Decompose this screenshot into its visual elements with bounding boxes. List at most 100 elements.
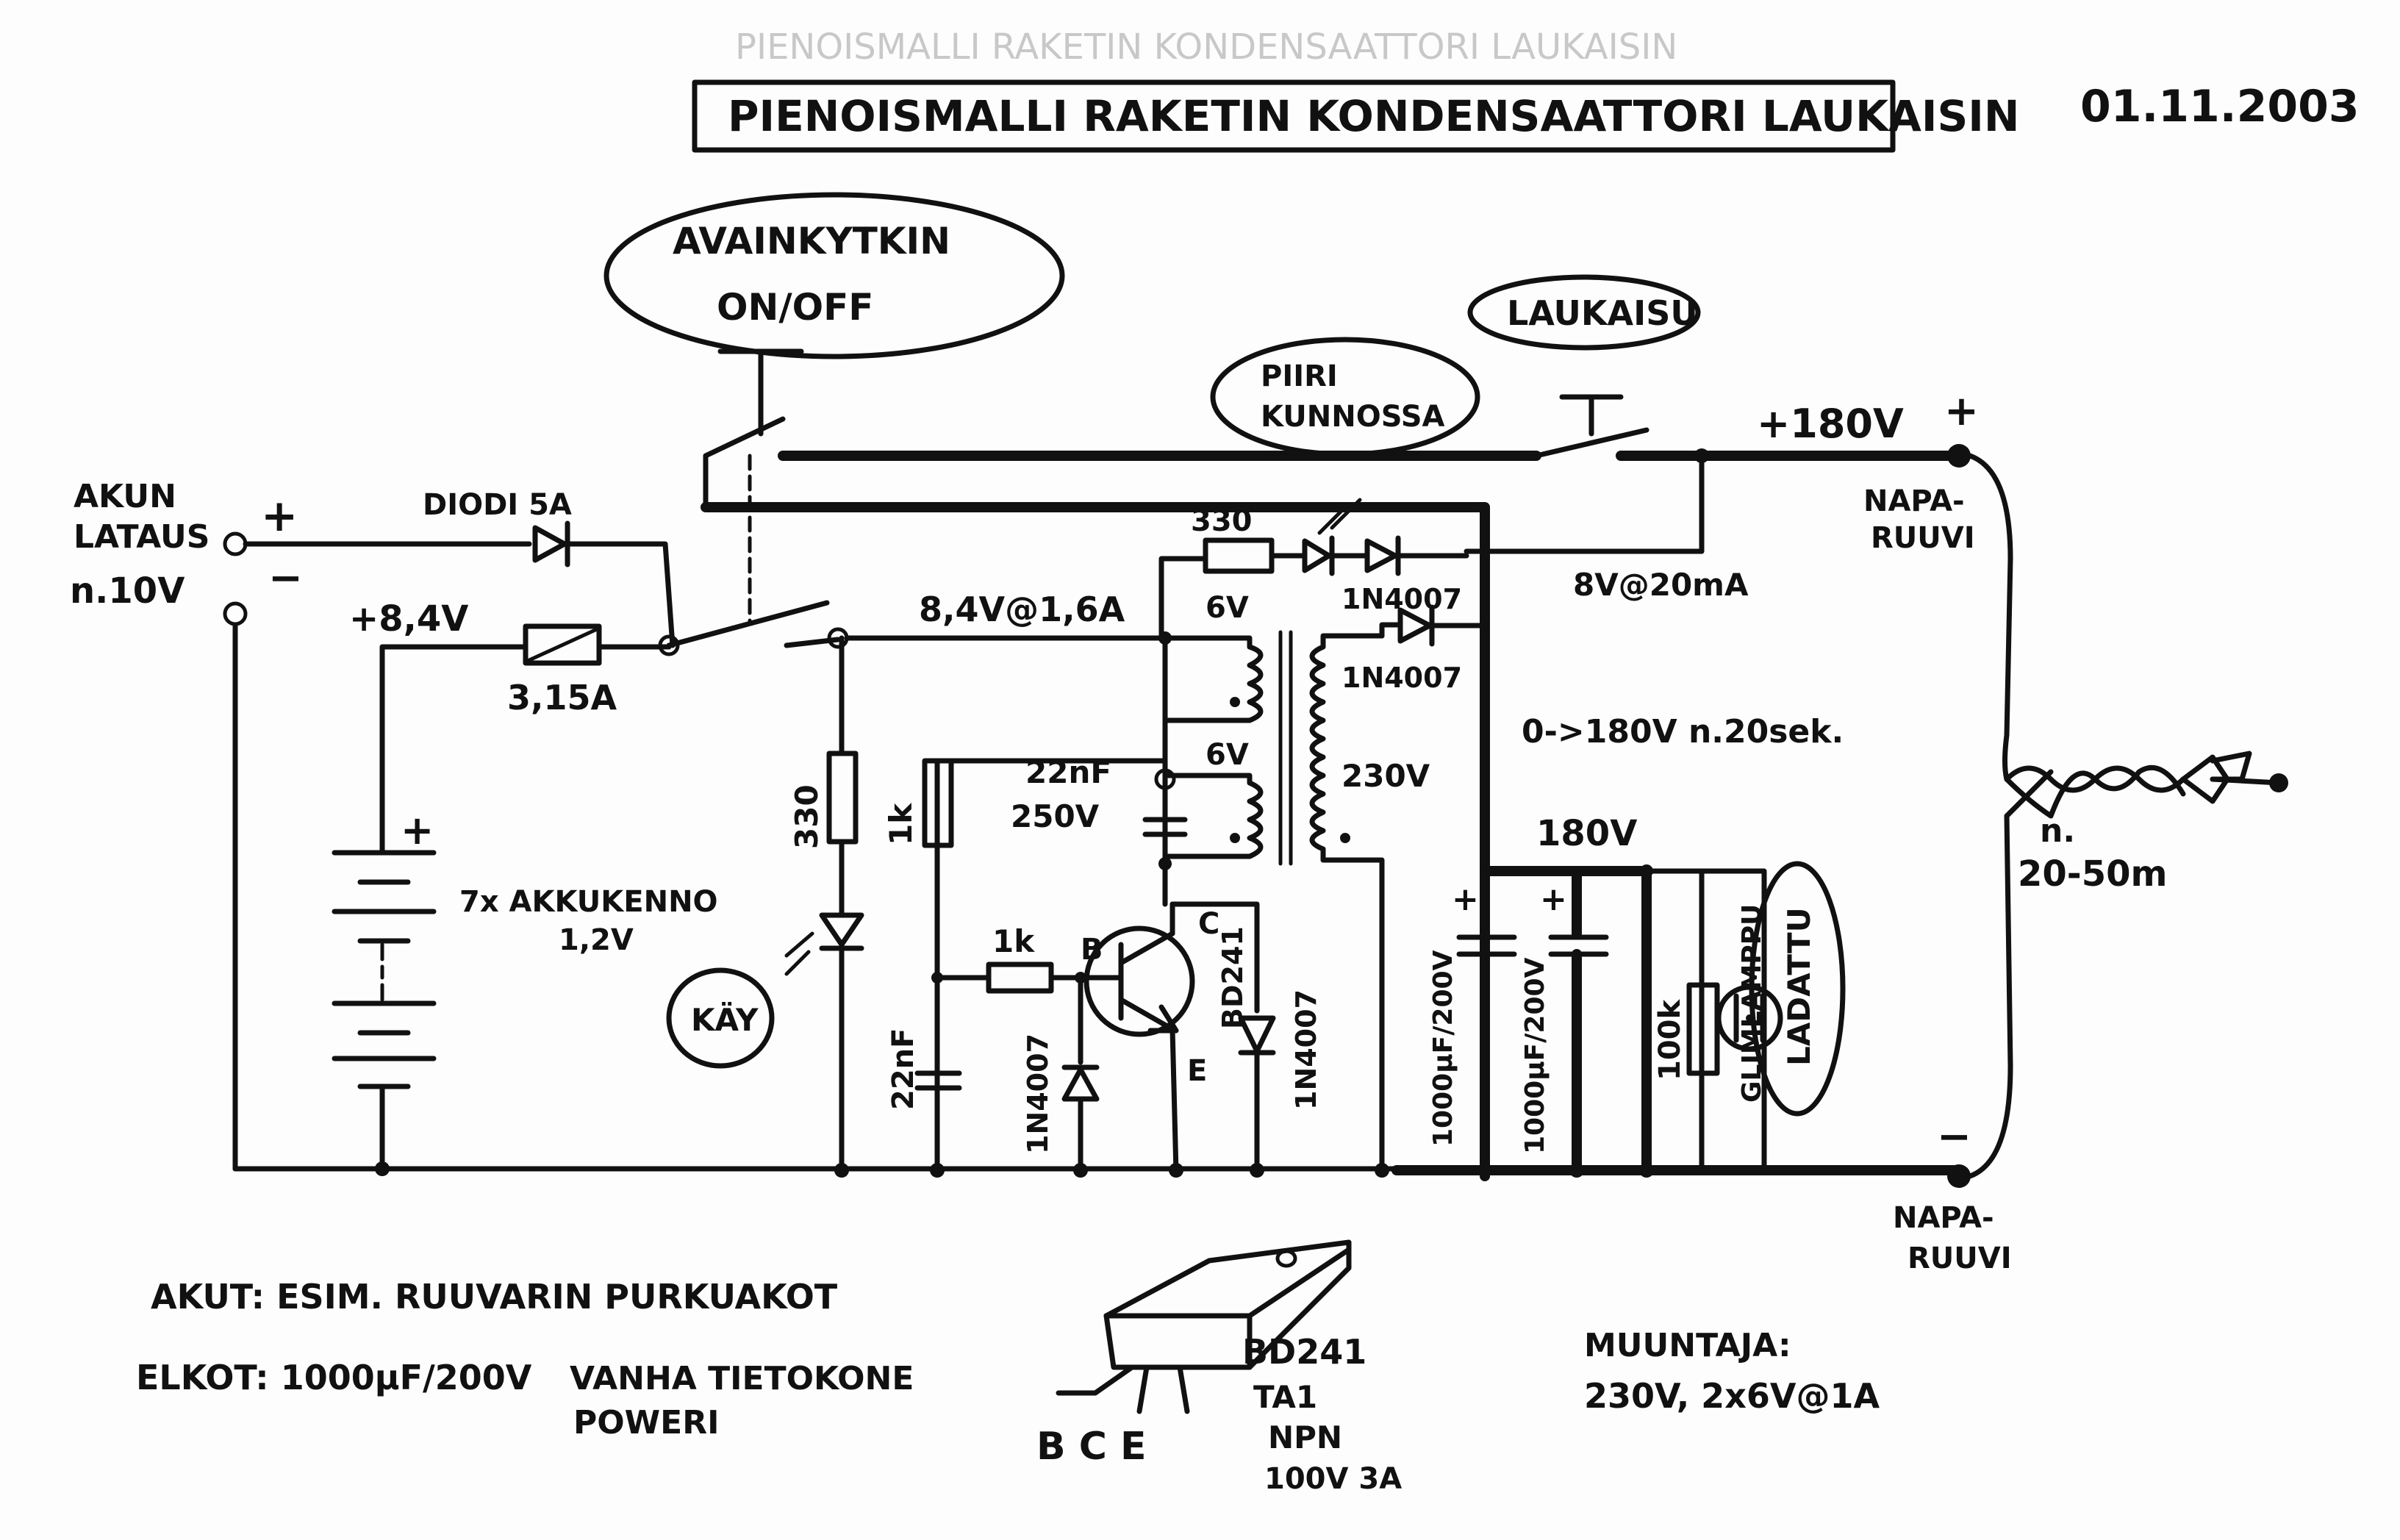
charge-minus-terminal: [223, 601, 248, 626]
charge-plus-terminal: [223, 531, 248, 556]
neon-lamp: GLIMLAMPPU: [1716, 904, 1783, 1103]
key-switch: [666, 348, 841, 648]
charge-input: AKUN LATAUS n.10V + −: [70, 478, 303, 626]
feedback-cap-label-2: 250V: [1011, 798, 1100, 834]
battery-pack: + 7x AKKUKENNO 1,2V: [332, 807, 718, 1172]
transformer-primary-2: 6V: [1162, 738, 1264, 859]
launch-switch: [1533, 394, 1649, 459]
bd241-package: B C E BD241 TA1 NPN 100V 3A: [1036, 1239, 1402, 1496]
date-label: 01.11.2003: [2080, 81, 2360, 132]
launch-label: LAUKAISU: [1507, 293, 1698, 333]
resistor-check: [1203, 537, 1275, 574]
base-diode-label: 1N4007: [1022, 1034, 1054, 1154]
hv-rail-label: 180V: [1536, 813, 1637, 854]
terminal-top-label-2: RUUVI: [1871, 521, 1975, 555]
battery-cell-label: 1,2V: [559, 923, 634, 957]
hv-cap-1: + 1000µF/200V: [1428, 866, 1517, 1147]
cable-label-2: 20-50m: [2018, 853, 2168, 895]
battery-plus-sign: +: [401, 807, 434, 853]
transformer-note-spec: 230V, 2x6V@1A: [1584, 1376, 1880, 1416]
output-plus-sign: +: [1944, 387, 1979, 435]
circuit-ok-label-2: KUNNOSSA: [1261, 400, 1445, 434]
running-bubble: KÄY: [666, 967, 775, 1069]
charged-label: LADATTU: [1781, 907, 1817, 1066]
key-switch-label-2: ON/OFF: [717, 286, 873, 329]
terminal-top: [1947, 444, 1971, 468]
base-diode: [1061, 1064, 1100, 1102]
terminal-bottom: [1947, 1164, 1971, 1188]
resistor-check-label: 330: [1191, 504, 1253, 538]
hv-cap-2: + 1000µF/200V: [1520, 866, 1609, 1174]
package-name: BD241: [1242, 1332, 1366, 1372]
transformer-secondary: 230V: [1309, 633, 1430, 1175]
charge-input-label-1: AKUN: [74, 478, 176, 515]
resistor-led-label: 330: [789, 784, 825, 849]
resistor-base-label: 1k: [992, 923, 1035, 959]
note-caps-3: POWERI: [573, 1404, 720, 1441]
check-current-label: 8V@20mA: [1573, 567, 1749, 603]
fuse: [523, 623, 602, 666]
hv-diode-1-label: 1N4007: [1342, 583, 1462, 615]
package-polarity: NPN: [1268, 1419, 1342, 1455]
title-box: [692, 79, 1896, 153]
charge-diode: [532, 520, 570, 567]
charge-minus-sign: −: [268, 554, 303, 602]
clamp-diode-label: 1N4007: [1290, 989, 1322, 1110]
transformer-core: [1278, 630, 1293, 866]
key-switch-bubble: AVAINKYTKIN ON/OFF: [603, 192, 1065, 359]
fuse-label: 3,15A: [507, 678, 617, 717]
output-cable: n. 20-50m: [1967, 453, 2288, 1179]
hv-cap-1-label: 1000µF/200V: [1428, 950, 1458, 1147]
package-type: TA1: [1253, 1379, 1317, 1415]
charge-plus-sign: +: [261, 490, 298, 542]
transformer-note-title: MUUNTAJA:: [1584, 1327, 1791, 1364]
output-voltage-label: +180V: [1757, 401, 1904, 447]
transistor-label: BD241: [1217, 926, 1249, 1029]
charge-input-voltage: n.10V: [70, 570, 185, 612]
winding-2-dot: [1230, 833, 1240, 843]
hv-cap-2-plus: +: [1540, 881, 1567, 918]
feedback-node: [1154, 768, 1176, 790]
terminal-bottom-label-2: RUUVI: [1908, 1242, 2012, 1275]
note-batteries: AKUT: ESIM. RUUVARIN PURKUAKOT: [151, 1277, 838, 1317]
ghost-heading: PIENOISMALLI RAKETIN KONDENSAATTORI LAUK…: [735, 26, 1677, 68]
bleeder-label: 100k: [1653, 999, 1687, 1081]
charge-diode-label: DIODI 5A: [423, 488, 572, 522]
terminal-top-label-1: NAPA-: [1863, 484, 1965, 518]
winding-1-label: 6V: [1206, 591, 1249, 625]
package-rating: 100V 3A: [1264, 1462, 1402, 1496]
running-label: KÄY: [691, 1001, 759, 1038]
transistor-bd241: B C E BD241: [1081, 907, 1249, 1088]
hv-diode-1: 1N4007: [1342, 604, 1488, 694]
resistor-base-bias-label: 1k: [883, 803, 919, 845]
led: [784, 912, 864, 976]
resistor-led: [826, 751, 859, 845]
clamp-diode: [1238, 1015, 1276, 1056]
output-minus-sign: −: [1937, 1113, 1971, 1161]
hv-cap-1-plus: +: [1452, 881, 1479, 918]
circuit-ok-bubble: PIIRI KUNNOSSA: [1210, 337, 1480, 457]
transformer-primary-1: 6V: [1162, 591, 1264, 723]
cable-label-1: n.: [2040, 812, 2075, 850]
key-switch-label-1: AVAINKYTKIN: [673, 220, 950, 262]
resistor-base: [986, 961, 1054, 994]
transistor-base-pin: B: [1081, 933, 1103, 967]
resistor-base-bias: [922, 758, 954, 848]
charge-input-label-2: LATAUS: [74, 518, 209, 556]
winding-hv-label: 230V: [1342, 758, 1430, 794]
battery-voltage-label: +8,4V: [349, 598, 468, 640]
hv-diode-2-label: 1N4007: [1342, 662, 1462, 694]
winding-1-dot: [1230, 697, 1240, 707]
secondary-dot: [1340, 833, 1350, 843]
hv-cap-2-label: 1000µF/200V: [1520, 957, 1550, 1154]
ground-dots: [375, 1161, 1654, 1178]
transistor-collector-pin: C: [1198, 907, 1219, 941]
circuit-ok-label-1: PIIRI: [1261, 359, 1338, 393]
cap-bottom-node: [1158, 857, 1172, 870]
terminal-bottom-label-1: NAPA-: [1893, 1201, 1994, 1235]
transistor-emitter-pin: E: [1187, 1054, 1207, 1088]
winding-2-label: 6V: [1206, 738, 1249, 772]
launch-bubble: LAUKAISU: [1467, 274, 1701, 351]
